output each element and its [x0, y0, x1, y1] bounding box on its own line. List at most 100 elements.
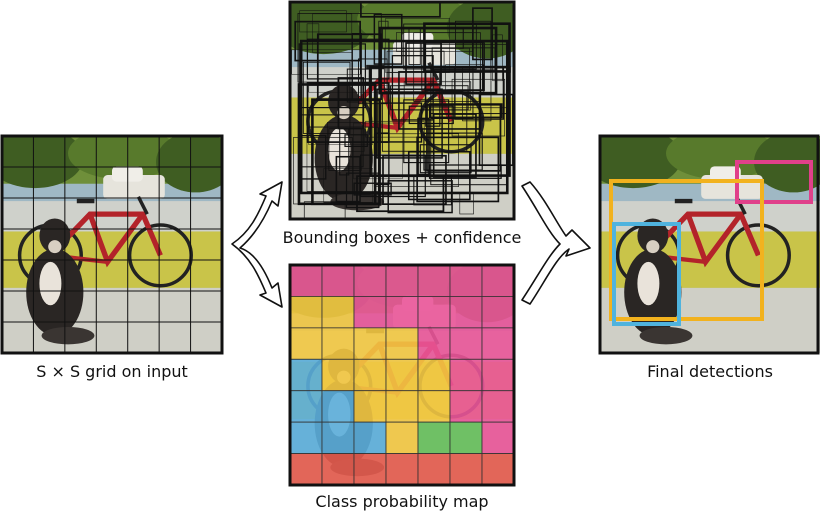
class-cell-blue — [289, 358, 323, 392]
class-cell-magenta — [417, 296, 451, 329]
class-cell-magenta — [481, 421, 515, 454]
candidate-box — [291, 49, 361, 75]
candidate-box — [373, 133, 459, 187]
final-caption: Final detections — [647, 362, 773, 381]
candidate-box — [430, 67, 474, 119]
candidate-box — [297, 13, 382, 83]
candidate-box — [298, 43, 366, 109]
class-cell-magenta — [353, 264, 387, 297]
boxes-caption: Bounding boxes + confidence — [282, 228, 522, 247]
class-cell-magenta — [385, 296, 419, 329]
candidate-box — [308, 126, 373, 145]
candidate-box — [379, 102, 423, 143]
input-frame — [0, 134, 224, 355]
final-detections-panel — [598, 134, 820, 355]
candidate-box — [459, 192, 474, 215]
class-cell-red — [481, 453, 515, 486]
class-cell-magenta — [449, 327, 483, 360]
class-cell-magenta — [481, 264, 515, 297]
input-image — [0, 127, 235, 353]
class-cell-blue — [289, 390, 323, 423]
class-cell-yellow — [353, 327, 387, 360]
class-cell-magenta — [481, 390, 515, 423]
class-cell-green — [417, 421, 451, 454]
class-cell-magenta — [417, 327, 451, 360]
class-cell-blue — [353, 421, 387, 454]
candidate-box — [312, 13, 353, 53]
candidate-box — [344, 134, 368, 147]
class-cell-yellow — [353, 390, 387, 423]
candidate-box — [376, 88, 443, 159]
class-cell-red — [289, 453, 323, 486]
candidate-box — [492, 34, 503, 82]
candidate-box — [382, 154, 447, 205]
class-cell-yellow — [417, 358, 451, 392]
bounding-boxes-panel — [288, 0, 516, 221]
classmap-caption: Class probability map — [315, 492, 489, 511]
candidate-box — [432, 113, 477, 178]
candidate-box — [423, 132, 483, 171]
class-probability-panel — [288, 263, 516, 487]
candidate-box — [386, 50, 445, 73]
candidate-box — [294, 20, 361, 62]
final-frame — [598, 134, 820, 355]
class-cell-red — [449, 453, 483, 486]
candidate-box — [408, 27, 421, 65]
candidate-box — [345, 172, 380, 209]
candidate-box — [358, 58, 388, 105]
candidate-box — [381, 28, 464, 49]
candidate-box — [335, 155, 361, 203]
candidate-box — [353, 182, 392, 196]
candidate-box — [396, 32, 473, 52]
class-cell-red — [321, 453, 355, 486]
class-cell-magenta — [481, 327, 515, 360]
candidate-box — [298, 114, 364, 168]
classmap-frame — [288, 263, 516, 487]
class-cell-yellow — [417, 390, 451, 423]
class-cell-yellow — [385, 390, 419, 423]
candidate-box — [299, 134, 327, 180]
class-cell-red — [353, 453, 387, 486]
class-cells — [289, 264, 515, 486]
candidate-box — [455, 20, 492, 73]
candidate-box — [356, 175, 445, 213]
class-cell-magenta — [321, 264, 355, 297]
candidate-box — [378, 20, 389, 29]
class-cell-yellow — [289, 296, 323, 329]
candidate-box — [299, 10, 347, 33]
class-cell-yellow — [353, 358, 387, 392]
class-cell-magenta — [449, 296, 483, 329]
class-cell-green — [449, 421, 483, 454]
split-arrow-icon — [231, 181, 283, 308]
class-cell-magenta — [481, 358, 515, 392]
candidate-boxes — [291, 1, 514, 219]
candidate-box — [416, 136, 500, 203]
class-cell-yellow — [289, 327, 323, 360]
class-cell-blue — [321, 390, 355, 423]
class-cell-magenta — [385, 264, 419, 297]
class-cell-red — [417, 453, 451, 486]
candidate-box — [337, 77, 365, 130]
class-cell-magenta — [449, 264, 483, 297]
candidate-box — [306, 82, 390, 143]
detection-box-dog — [612, 222, 681, 326]
candidate-box — [387, 180, 453, 214]
merge-arrow-icon — [521, 181, 591, 305]
class-cell-magenta — [289, 264, 323, 297]
candidate-box — [405, 42, 442, 85]
grid-lines — [2, 136, 222, 353]
class-cell-blue — [289, 421, 323, 454]
candidate-box — [306, 38, 390, 80]
candidate-box — [327, 122, 365, 152]
detection-box-bicycle — [609, 179, 764, 321]
class-cell-blue — [321, 421, 355, 454]
candidate-box — [391, 55, 434, 121]
class-cell-red — [385, 453, 419, 486]
grid-caption: S × S grid on input — [36, 362, 188, 381]
class-cell-yellow — [385, 421, 419, 454]
class-cell-magenta — [449, 358, 483, 392]
class-cell-magenta — [481, 296, 515, 329]
candidate-box — [378, 26, 498, 95]
candidate-box — [302, 61, 351, 134]
class-cell-yellow — [321, 327, 355, 360]
